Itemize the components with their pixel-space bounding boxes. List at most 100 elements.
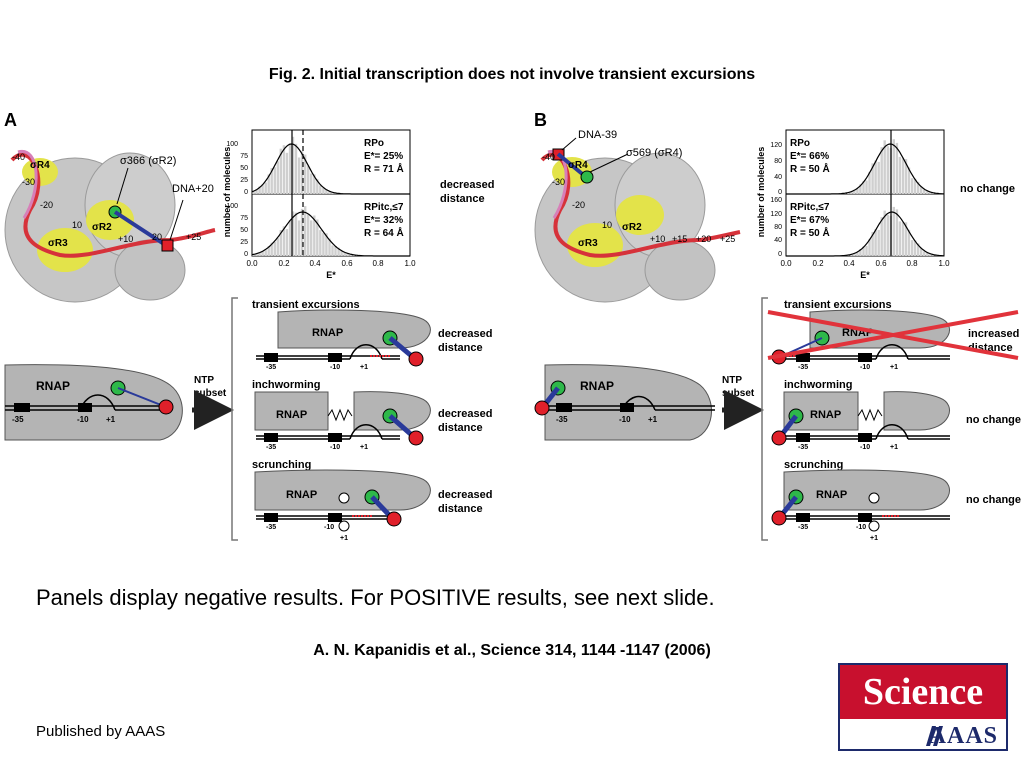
hist-b-top-ytick-40: 40: [774, 174, 782, 181]
histogram-bar: [252, 191, 255, 194]
histogram-bar: [334, 246, 337, 256]
histogram-bar: [856, 188, 859, 194]
histogram-bar: [929, 253, 932, 256]
panel-a-structure: -40 σR4 -30 -20 σR3 10 σR2 +10 20 +25 σ3…: [4, 150, 216, 303]
histogram-bar: [853, 253, 856, 256]
histogram-bar: [862, 246, 865, 256]
histogram-bar: [328, 238, 331, 256]
scheme-b-1-p1: +1: [890, 364, 898, 371]
histogram-bar: [865, 245, 868, 256]
publisher-note: Published by AAAS: [36, 723, 166, 740]
scheme-a-3-rnap: RNAP: [286, 489, 317, 501]
scheme-b-2-rnap: RNAP: [810, 409, 841, 421]
hist-b-top-ytick-80: 80: [774, 158, 782, 165]
histogram-bar: [871, 231, 874, 256]
histogram-bar: [920, 186, 923, 194]
scheme-b-start-m35: -35: [556, 415, 568, 424]
histogram-bar: [892, 206, 895, 256]
label-a-p20: 20: [152, 232, 162, 242]
scheme-a-2-name: inchworming: [252, 379, 320, 391]
scheme-b-start-m10: -10: [619, 415, 631, 424]
hist-b-xtick-2: 0.4: [843, 259, 855, 268]
histogram-bar: [343, 252, 346, 256]
scheme-b-2-name: inchworming: [784, 379, 852, 391]
science-logo: Science AAAS: [838, 663, 1008, 751]
histogram-bar: [258, 252, 261, 256]
histogram-bar: [319, 230, 322, 256]
histogram-bar: [898, 156, 902, 194]
hist-b-top-ytick-0: 0: [778, 189, 782, 196]
histogram-bar: [252, 254, 255, 256]
histogram-bar: [895, 209, 899, 256]
histogram-bar: [294, 143, 298, 194]
science-logo-wordmark: Science: [840, 665, 1006, 719]
hist-a-result-l2: distance: [440, 193, 485, 205]
histogram-bar: [920, 248, 923, 256]
histogram-bar: [883, 140, 886, 194]
label-b-n40: -40: [542, 152, 555, 162]
hist-a-bot-ytick-0: 0: [244, 251, 248, 258]
scheme-b-2-m35: -35: [798, 444, 808, 451]
label-a-n40: -40: [12, 152, 25, 162]
ntp-a-l1: NTP: [194, 375, 214, 386]
scheme-b-inchworming: inchworming RNAP -35 -10 +1 no change: [771, 379, 1021, 451]
histogram-bar: [932, 192, 935, 194]
panel-a-histograms: RPo E*= 25% R = 71 Å RPitc,≤7 E*= 32% R …: [222, 129, 416, 280]
scheme-b-2-result: no change: [966, 414, 1021, 426]
hist-a-top-l1: RPo: [364, 138, 384, 149]
label-a-r2: σR2: [92, 222, 112, 233]
histogram-bar: [282, 226, 286, 256]
scheme-b-3-m10: -10: [856, 524, 866, 531]
hist-b-top-l2: E*= 66%: [790, 151, 829, 162]
hist-a-bot-ytick-75: 75: [240, 215, 248, 222]
histogram-bar: [898, 221, 902, 256]
slide-caption: Panels display negative results. For POS…: [36, 585, 715, 610]
histogram-bar: [273, 167, 276, 194]
label-b-n10: 10: [602, 220, 612, 230]
panel-a: A -40 σR4 -30 -20 σR3 10 σR2 +10 20 +2: [4, 110, 494, 542]
hist-a-ylabel: number of molecules: [222, 147, 232, 238]
scheme-a-1-result-l2: distance: [438, 342, 483, 354]
scheme-b-scrunching: scrunching RNAP -35 -10 +1 no change: [771, 459, 1021, 542]
label-b-p15: +15: [672, 234, 687, 244]
histogram-bar: [352, 254, 355, 256]
label-b-p25: +25: [720, 234, 735, 244]
label-a-probe1: σ366 (σR2): [120, 155, 176, 167]
hist-b-bot-l2: E*= 67%: [790, 215, 829, 226]
histogram-bar: [270, 168, 273, 194]
histogram-bar: [331, 245, 334, 256]
hist-a-bot-l3: R = 64 Å: [364, 226, 404, 239]
histogram-bar: [276, 161, 279, 194]
histogram-bar: [300, 151, 304, 194]
histogram-bar: [923, 251, 926, 256]
histogram-bar: [300, 208, 304, 256]
histogram-bar: [880, 217, 883, 256]
histogram-bar: [910, 178, 914, 194]
scheme-a-start-rnap: RNAP: [36, 379, 70, 393]
hist-b-xtick-1: 0.2: [812, 259, 824, 268]
panel-b-structure: -40 σR4 -30 -20 σR3 10 σR2 +10 +15 +20 +…: [534, 129, 741, 303]
histogram-bar: [862, 181, 865, 194]
scheme-b-start-rnap: RNAP: [580, 379, 614, 393]
scheme-a-2-p1: +1: [360, 444, 368, 451]
histogram-bar: [310, 220, 313, 256]
histogram-bar: [874, 229, 877, 256]
histogram-bar: [932, 254, 935, 256]
histogram-bar: [316, 179, 319, 194]
histogram-bar: [886, 146, 889, 194]
histogram-bar: [261, 184, 264, 194]
histogram-bar: [880, 147, 883, 194]
scheme-a-transient: transient excursions RNAP -35 -10 +1 dec…: [252, 299, 492, 371]
hist-a-result-l1: decreased: [440, 179, 494, 191]
histogram-bar: [907, 167, 911, 194]
histogram-bar: [304, 206, 307, 256]
scheme-b-2-p1: +1: [890, 444, 898, 451]
histogram-bar: [322, 187, 325, 194]
histogram-bar: [291, 211, 295, 256]
hist-b-bot-ytick-120: 120: [770, 211, 782, 218]
figure-canvas: A -40 σR4 -30 -20 σR3 10 σR2 +10 20 +2: [4, 110, 1021, 542]
histogram-bar: [273, 241, 276, 256]
panel-b-start-scheme: RNAP -35 -10 +1: [534, 364, 715, 441]
hist-a-bot-ytick-25: 25: [240, 239, 248, 246]
histogram-bar: [868, 239, 871, 256]
